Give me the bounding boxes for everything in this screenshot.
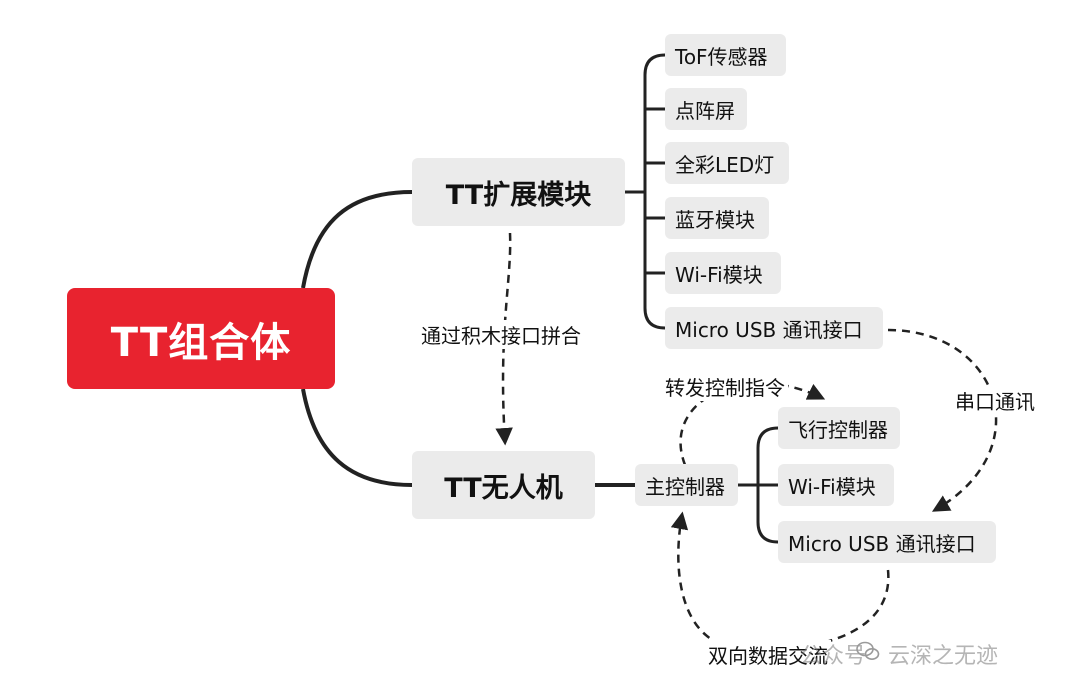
forward-edge-label: 转发控制指令 (662, 372, 788, 401)
watermark-left: 公众号 (800, 644, 867, 669)
extension-item: Micro USB 通讯接口 (665, 307, 883, 349)
bidirectional-dashed-arrow (670, 511, 890, 651)
drone-node: TT无人机 (412, 451, 595, 519)
drone-item: 飞行控制器 (778, 407, 900, 449)
extension-item: 蓝牙模块 (665, 197, 769, 239)
serial-edge-label: 串口通讯 (952, 386, 1038, 415)
drone-item: Micro USB 通讯接口 (778, 521, 996, 563)
extension-module-node: TT扩展模块 (412, 158, 625, 226)
assembly-edge-label: 通过积木接口拼合 (418, 320, 584, 349)
extension-item: ToF传感器 (665, 34, 786, 76)
serial-dashed-arrow (887, 328, 998, 512)
extension-bracket (643, 53, 666, 330)
wechat-icon (856, 641, 880, 660)
root-to-drone-branch (301, 388, 413, 487)
watermark-right: 云深之无迹 (888, 644, 999, 669)
bidirectional-edge-label: 双向数据交流 (705, 640, 831, 669)
drone-item: Wi-Fi模块 (778, 464, 894, 506)
extension-item: 全彩LED灯 (665, 142, 789, 184)
main-controller-node: 主控制器 (635, 464, 738, 506)
root-to-extension-branch (301, 190, 413, 289)
assembly-dashed-arrow (495, 232, 513, 446)
root-node: TT组合体 (67, 288, 335, 389)
extension-item: Wi-Fi模块 (665, 252, 781, 294)
extension-item: 点阵屏 (665, 88, 747, 130)
